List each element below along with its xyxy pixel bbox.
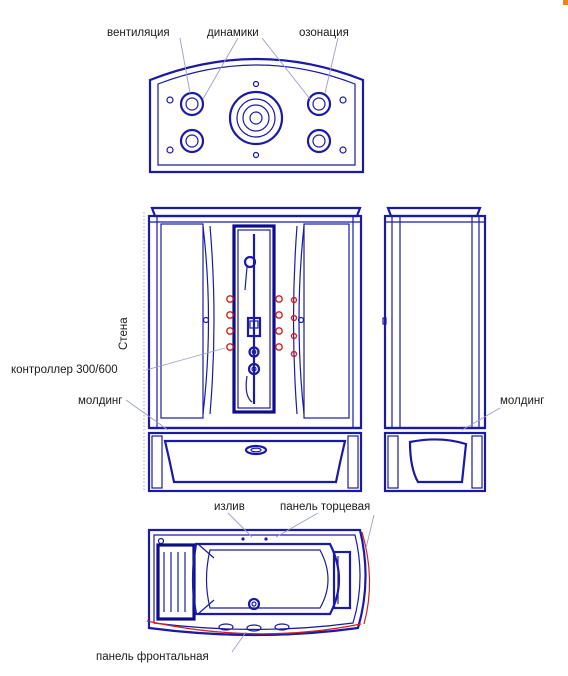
label-controller: контроллер 300/600 — [11, 364, 118, 376]
speaker-icon — [166, 146, 174, 154]
massage-jet-icon — [290, 332, 298, 340]
roof-top-view — [148, 37, 365, 174]
hand-shower-icon — [243, 255, 257, 291]
headrest-pillow-icon — [156, 543, 196, 621]
control-column — [232, 224, 276, 414]
corner-marker — [563, 0, 568, 5]
label-ozonation: озонация — [299, 27, 349, 39]
massage-jet-icon — [226, 311, 234, 319]
massage-jet-icon — [275, 311, 283, 319]
drain-icon — [244, 444, 268, 456]
ventilation-fan-icon — [179, 91, 205, 117]
speaker-icon — [339, 146, 347, 154]
label-molding-left: молдинг — [78, 395, 122, 407]
speaker-icon — [339, 96, 347, 104]
drain-icon — [247, 597, 261, 611]
bathtub-top-view — [146, 512, 375, 653]
mixer-knob-icon — [247, 362, 261, 376]
ventilation-fan-icon — [179, 128, 205, 154]
massage-jet-icon — [226, 343, 234, 351]
massage-jet-icon — [275, 343, 283, 351]
speaker-icon — [166, 96, 174, 104]
massage-jet-icon — [290, 314, 298, 322]
speaker-icon — [252, 151, 260, 159]
spout-icon — [264, 537, 268, 541]
mixer-knob-icon — [248, 346, 260, 358]
controller-display-icon — [246, 316, 262, 338]
ozonation-outlet-icon — [306, 128, 332, 154]
massage-jet-icon — [290, 296, 298, 304]
label-wall: Стена — [118, 317, 130, 350]
label-molding-right: молдинг — [500, 395, 544, 407]
ozonation-outlet-icon — [306, 91, 332, 117]
label-front-panel: панель фронтальная — [96, 651, 209, 663]
label-speakers: динамики — [207, 27, 259, 39]
label-end-panel: панель торцевая — [280, 501, 370, 513]
front-view — [125, 206, 363, 493]
massage-jet-icon — [290, 350, 298, 358]
side-view — [382, 206, 501, 493]
label-ventilation: вентиляция — [107, 27, 170, 39]
spout-icon — [241, 537, 245, 541]
massage-jet-icon — [275, 327, 283, 335]
speaker-icon — [252, 80, 260, 88]
massage-jet-icon — [226, 295, 234, 303]
massage-jet-icon — [275, 295, 283, 303]
rain-shower-head-icon — [228, 90, 284, 146]
label-spout: излив — [214, 501, 245, 513]
massage-jet-icon — [226, 327, 234, 335]
